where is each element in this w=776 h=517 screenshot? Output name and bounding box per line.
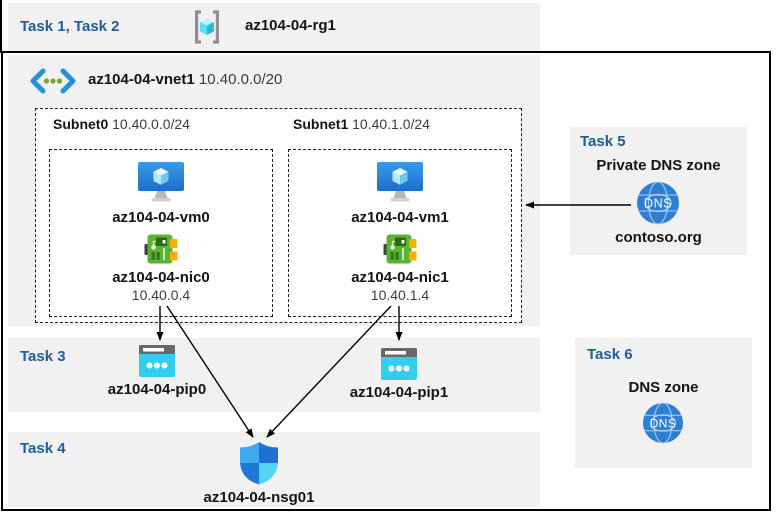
- resource-group-band: Task 1, Task 2 az104-04-rg1: [8, 3, 540, 51]
- subnet1-cidr: 10.40.1.0/24: [352, 116, 430, 132]
- left-border-stub: [0, 0, 2, 53]
- vm0-name: az104-04-vm0: [112, 209, 210, 226]
- pip1-group: az104-04-pip1: [333, 348, 465, 401]
- public-ip-icon: [139, 345, 175, 377]
- pip0-group: az104-04-pip0: [91, 345, 223, 398]
- network-interface-icon: [383, 234, 417, 264]
- nic1-name: az104-04-nic1: [351, 269, 449, 286]
- subnet0-name: Subnet0: [53, 116, 109, 132]
- pip0-name: az104-04-pip0: [107, 381, 207, 398]
- vnet-band: az104-04-vnet1 10.40.0.0/20 Subnet0 10.4…: [8, 55, 540, 326]
- vnet-title: az104-04-vnet1 10.40.0.0/20: [88, 71, 282, 88]
- private-dns-zone-name: contoso.org: [615, 229, 702, 246]
- task-3-label: Task 3: [20, 348, 66, 365]
- subnet0-label: Subnet0 10.40.0.0/24: [53, 116, 190, 132]
- network-security-group-icon: [240, 442, 278, 485]
- subnet0-cidr: 10.40.0.0/24: [112, 116, 190, 132]
- subnets-container: Subnet0 10.40.0.0/24 az104-04-vm0: [35, 108, 522, 323]
- nic0-ip: 10.40.0.4: [131, 287, 191, 303]
- nsg-name: az104-04-nsg01: [203, 489, 315, 506]
- dns-icon: DNS: [637, 181, 679, 225]
- virtual-machine-icon: [377, 162, 423, 202]
- virtual-network-icon: [30, 68, 76, 94]
- dns-zone-title: DNS zone: [628, 379, 699, 396]
- vnet-name: az104-04-vnet1: [88, 71, 195, 88]
- diagram-frame: [1, 51, 771, 511]
- subnet1-label: Subnet1 10.40.1.0/24: [293, 116, 430, 132]
- task6-box: Task 6 DNS zone DNS: [575, 338, 752, 468]
- task4-band: Task 4 az104-04-nsg01: [8, 432, 540, 507]
- nsg-group: az104-04-nsg01: [193, 441, 325, 506]
- virtual-machine-icon: [138, 162, 184, 202]
- network-interface-icon: [144, 234, 178, 264]
- pip1-name: az104-04-pip1: [349, 384, 449, 401]
- task-5-label: Task 5: [580, 133, 626, 150]
- dns-icon-text: DNS: [644, 197, 672, 211]
- resource-group-name: az104-04-rg1: [245, 17, 336, 34]
- resource-group-icon: [195, 10, 219, 44]
- nic1-ip: 10.40.1.4: [370, 287, 430, 303]
- private-dns-zone-title: Private DNS zone: [596, 157, 721, 174]
- task-6-label: Task 6: [587, 346, 633, 363]
- subnet1-box: az104-04-vm1 az104-04-nic1 10.40.1.4: [288, 149, 512, 317]
- dns-icon: DNS: [642, 402, 684, 444]
- public-ip-icon: [381, 348, 417, 380]
- task3-band: Task 3 az104-04-pip0 az104-04-pip1: [8, 338, 540, 412]
- task5-box: Task 5 Private DNS zone DNS contoso.org: [570, 127, 747, 255]
- vnet-cidr: 10.40.0.0/20: [198, 71, 283, 88]
- vm1-name: az104-04-vm1: [351, 209, 449, 226]
- subnet0-box: az104-04-vm0 az104-04-nic0 10.40.0.4: [49, 149, 273, 317]
- dns-icon-text: DNS: [650, 416, 677, 430]
- nic0-name: az104-04-nic0: [112, 269, 210, 286]
- subnet1-name: Subnet1: [293, 116, 349, 132]
- task-1-2-label: Task 1, Task 2: [20, 18, 120, 35]
- task-4-label: Task 4: [20, 440, 66, 457]
